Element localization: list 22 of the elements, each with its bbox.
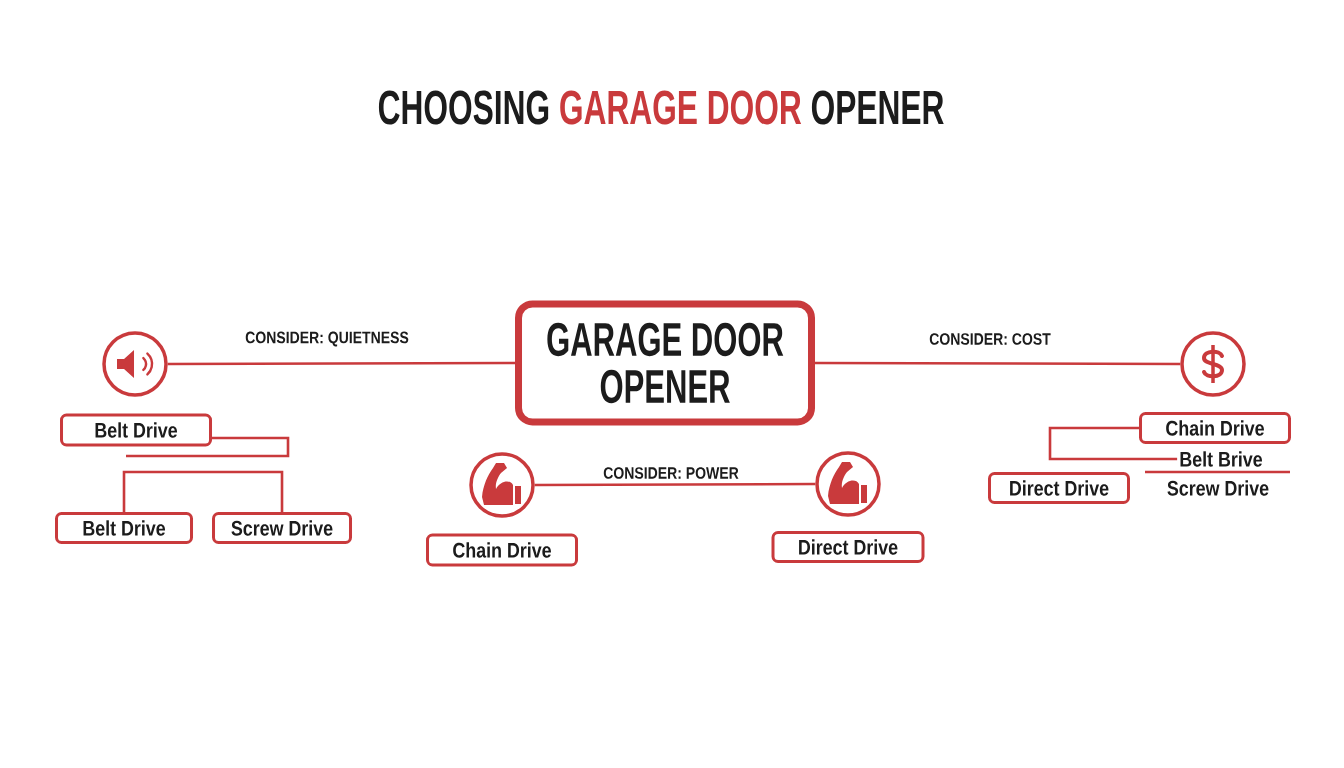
option-box: Direct Drive [988, 472, 1130, 504]
option-box: Belt Drive [60, 413, 212, 447]
option-box: Chain Drive [426, 533, 578, 567]
edge-label: CONSIDER: POWER [601, 465, 741, 481]
topic-box: GARAGE DOOR OPENER [515, 300, 815, 426]
option-box: Chain Drive [1139, 412, 1291, 444]
icon-circle [1180, 331, 1246, 397]
connector-line [167, 361, 515, 366]
connector-line [126, 436, 290, 458]
option-box: Direct Drive [771, 531, 925, 563]
connector-line [534, 482, 816, 487]
edge-label: CONSIDER: COST [927, 331, 1053, 347]
edge-label: CONSIDER: QUIETNESS [243, 329, 411, 349]
text-label: Screw Drive [1167, 480, 1269, 496]
icon-circle [102, 331, 168, 397]
connector-line [1048, 426, 1178, 461]
option-box: Screw Drive [212, 512, 352, 544]
connector-line [122, 470, 284, 512]
connector-line [815, 361, 1181, 366]
option-label: Belt Brive [1180, 451, 1263, 467]
option-box: Belt Drive [55, 512, 193, 544]
title: CHOOSING GARAGE DOOR OPENER [378, 90, 944, 125]
